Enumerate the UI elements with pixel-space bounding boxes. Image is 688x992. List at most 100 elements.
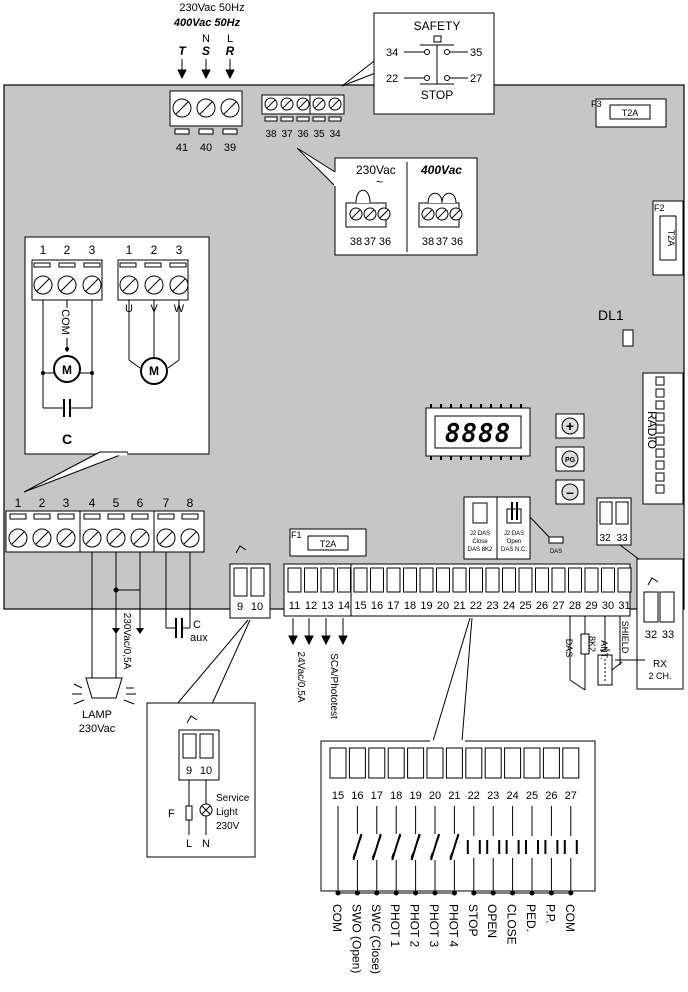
output-sca-label: SCA/Phototest: [328, 653, 339, 719]
das-close-3: DAS 8K2: [468, 547, 493, 553]
key-minus[interactable]: [555, 479, 585, 505]
output-arrows: [288, 618, 348, 646]
ant-label: ANT.: [599, 640, 609, 660]
lamp-voltage: 230Vac: [79, 723, 116, 735]
antenna-wiring: [569, 616, 623, 691]
das-wire-label: DAS: [564, 639, 574, 658]
fuse-f3: [595, 98, 667, 128]
main-strip-label-20: 20: [437, 600, 449, 612]
display-digits: 8888: [445, 419, 512, 449]
radio-label: RADIO: [645, 411, 659, 449]
input-number-20: 20: [429, 790, 441, 802]
input-label-6: PHOT 3: [427, 904, 441, 947]
safety-27: 27: [470, 73, 482, 85]
motor-v-label: V: [150, 303, 158, 315]
left-strip-3: 3: [63, 496, 70, 510]
left-strip-2: 2: [39, 496, 46, 510]
safety-stop: STOP: [421, 88, 453, 102]
left-strip-7: 7: [163, 496, 170, 510]
key-plus-label: +: [566, 418, 574, 434]
phase-r-label: R: [226, 44, 235, 58]
input-terminal-26: [542, 747, 560, 779]
main-strip-label-18: 18: [404, 600, 416, 612]
key-pg[interactable]: [555, 446, 585, 472]
supply-400-label: 400Vac 50Hz: [173, 17, 241, 29]
motor-right-3: 3: [176, 243, 183, 257]
fuse-f1-label: F1: [291, 530, 302, 540]
fuse-f2-label: F2: [654, 203, 665, 213]
dl1-label: DL1: [598, 307, 624, 323]
supply-terminal-block: [169, 90, 243, 135]
main-strip-label-19: 19: [420, 600, 432, 612]
input-terminal-23: [484, 747, 502, 779]
input-number-26: 26: [545, 790, 557, 802]
term-9: 9: [237, 601, 243, 613]
service-10: 10: [200, 765, 212, 777]
service-label: Service: [216, 793, 250, 804]
main-terminal-26: [535, 567, 549, 593]
main-strip-label-22: 22: [470, 600, 482, 612]
main-terminal-24: [502, 567, 516, 593]
rx-32: 32: [645, 629, 657, 641]
input-label-3: SWC (Close): [369, 904, 383, 974]
top-terminal-strip: [261, 94, 345, 122]
input-number-19: 19: [409, 790, 421, 802]
fuse-f-label: F: [168, 808, 175, 820]
fuse-f1-value: T2A: [320, 539, 337, 549]
top-strip-35: 35: [313, 129, 325, 140]
fuse-f1: [289, 528, 367, 557]
main-terminal-22: [469, 567, 483, 593]
key-plus[interactable]: [555, 413, 585, 439]
k82-label: 8K2: [587, 636, 597, 652]
callout-r38: 38: [422, 236, 434, 248]
das-open-1: J2 DAS: [504, 531, 524, 537]
safety-22: 22: [386, 73, 398, 85]
input-number-21: 21: [448, 790, 460, 802]
main-terminal-20: [436, 567, 450, 593]
input-terminal-18: [387, 747, 405, 779]
das-open-3: DAS N.C.: [501, 547, 527, 553]
key-pg-label: PG: [565, 457, 576, 464]
input-terminal-15: [329, 747, 347, 779]
safety-title: SAFETY: [414, 19, 461, 33]
main-strip-label-29: 29: [585, 600, 597, 612]
main-terminal-strip: [283, 563, 632, 617]
main-strip-label-12: 12: [305, 600, 317, 612]
input-terminal-16: [348, 747, 366, 779]
motor-w-label: W: [174, 303, 185, 315]
input-number-23: 23: [487, 790, 499, 802]
lamp-junction-dot: [113, 587, 119, 593]
main-terminal-29: [584, 567, 599, 593]
input-terminal-22: [465, 747, 483, 779]
terminal-32-33: [596, 497, 641, 561]
input-label-13: COM: [563, 904, 577, 932]
input-number-16: 16: [351, 790, 363, 802]
input-terminal-27: [562, 747, 580, 779]
term-10: 10: [251, 601, 263, 613]
left-strip-5: 5: [113, 496, 120, 510]
input-terminal-20: [426, 747, 444, 779]
left-strip-6: 6: [137, 496, 144, 510]
main-terminal-21: [452, 567, 467, 593]
input-number-25: 25: [526, 790, 538, 802]
das-close-1: J2 DAS: [470, 531, 490, 537]
left-strip-1: 1: [15, 496, 22, 510]
light-voltage: 230V: [216, 821, 240, 832]
dl1-led: [622, 329, 634, 347]
main-terminal-16: [370, 567, 384, 593]
das-close-2: Close: [472, 539, 488, 545]
lamp-arrows: [112, 628, 144, 634]
motor-right-2: 2: [151, 243, 158, 257]
fuse-f3-label: F3: [591, 99, 602, 109]
main-strip-label-26: 26: [536, 600, 548, 612]
motor-right-1: 1: [126, 243, 133, 257]
motor-capacitor-c: C: [62, 431, 72, 447]
top-strip-34: 34: [329, 129, 341, 140]
callout-l38: 38: [350, 236, 362, 248]
input-number-24: 24: [506, 790, 518, 802]
input-label-5: PHOT 2: [408, 904, 422, 947]
input-label-8: STOP: [466, 904, 480, 936]
